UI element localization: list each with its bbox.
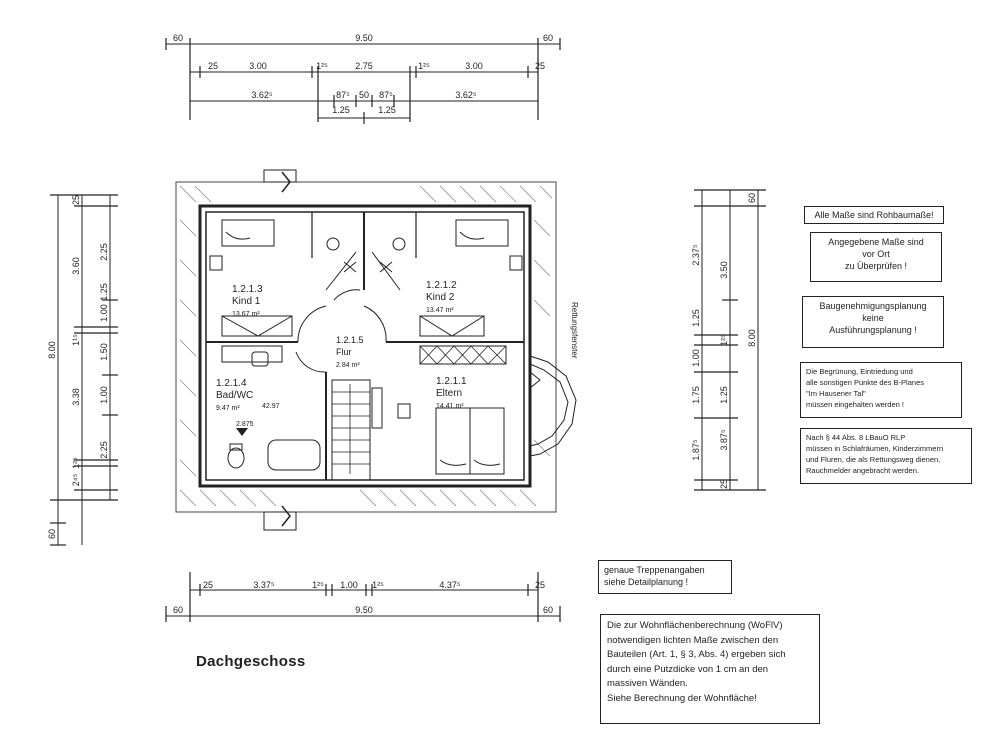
rettungsfenster-label: Rettungsfenster <box>570 302 579 359</box>
dim-bot-total: 9.50 <box>355 605 373 615</box>
room-kind1-name: Kind 1 <box>232 296 261 307</box>
dim-top-total: 9.50 <box>355 33 373 43</box>
room-kind2-area: 13.47 m² <box>426 307 454 314</box>
dim-top-r2-2: 50 <box>359 90 369 100</box>
dim-left-a-5: 2⁴⁵ <box>71 473 81 486</box>
dim-top-r3-0: 1.25 <box>332 105 350 115</box>
room-kind1-id: 1.2.1.3 <box>232 284 263 295</box>
room-kind2-id: 1.2.1.2 <box>426 280 457 291</box>
dim-bot-r1-0: 25 <box>203 580 213 590</box>
dim-right-b-1: 1²⁵ <box>719 334 729 346</box>
dim-left-a-3: 3.38 <box>71 388 81 406</box>
right-dimension-chains <box>694 189 766 491</box>
dim-top-r2-0: 3.62⁵ <box>251 90 273 100</box>
room-eltern-name: Eltern <box>436 388 462 399</box>
dim-right-b-2: 1.25 <box>719 386 729 404</box>
note-vor-ort-text: Angegebene Maße sind vor Ort zu Überprüf… <box>828 237 924 271</box>
dim-top-left-end: 60 <box>173 33 183 43</box>
dim-right-a-5: 1.87⁵ <box>691 439 701 461</box>
note-wofiv-text: Die zur Wohnflächenberechnung (WoFlV) no… <box>607 620 786 704</box>
dim-left-a-2: 1¹⁵ <box>71 334 81 346</box>
dim-top-r2-4: 3.62⁵ <box>455 90 477 100</box>
dim-right-a-3: 1.00 <box>691 349 701 367</box>
dim-right-a-1: 2.37⁵ <box>691 244 701 266</box>
dim-left-b-2: 1.25 <box>99 283 109 301</box>
room-kind2-name: Kind 2 <box>426 292 455 303</box>
dim-bot-left-end: 60 <box>173 605 183 615</box>
room-bad-id: 1.2.1.4 <box>216 378 247 389</box>
note-baugenehmigung: Baugenehmigungsplanung keine Ausführungs… <box>802 296 944 348</box>
note-rauchmelder: Nach § 44 Abs. 8 LBauO RLP müssen in Sch… <box>800 428 972 484</box>
left-dimension-chains <box>50 194 118 546</box>
dim-left-a-4: 1²⁵ <box>71 457 81 469</box>
dim-left-end: 60 <box>47 529 57 539</box>
room-bad-area: 9.47 m² <box>216 405 240 412</box>
dimension-labels: 60 9.50 60 25 3.00 1²⁵ 2.75 1²⁵ 3.00 25 … <box>47 33 757 615</box>
dim-left-a-0: 25 <box>71 195 81 205</box>
room-flur-area: 2.84 m² <box>336 362 360 369</box>
building-outline <box>175 169 577 531</box>
dim-top-r1-4: 1²⁵ <box>418 61 430 71</box>
dim-top-r1-1: 3.00 <box>249 61 267 71</box>
dim-left-b-5: 2.25 <box>99 441 109 459</box>
dim-left-b-0: 2.25 <box>99 243 109 261</box>
dim-right-a-2: 1.25 <box>691 309 701 327</box>
dim-bot-r1-1: 3.37⁵ <box>253 580 275 590</box>
dim-bot-r1-2: 1²⁵ <box>312 580 324 590</box>
dim-right-a-4: 1.75 <box>691 386 701 404</box>
top-dimension-chains <box>165 38 561 124</box>
room-labels: 1.2.1.3 Kind 1 13.67 m² 1.2.1.2 Kind 2 1… <box>216 280 579 428</box>
dim-right-b-0: 3.50 <box>719 261 729 279</box>
room-eltern-area: 14.41 m² <box>436 403 464 410</box>
note-rohbau: Alle Maße sind Rohbaumaße! <box>804 206 944 224</box>
dim-top-r1-6: 25 <box>535 61 545 71</box>
dim-right-total: 8.00 <box>747 329 757 347</box>
room-kind1-area: 13.67 m² <box>232 311 260 318</box>
note-treppe-text: genaue Treppenangaben siehe Detailplanun… <box>604 565 705 587</box>
drawing-title: Dachgeschoss <box>196 653 306 670</box>
room-bad-name: Bad/WC <box>216 390 253 401</box>
note-begruenung-text: Die Begrünung, Eintriedung und alle sons… <box>806 367 924 409</box>
dim-top-r1-0: 25 <box>208 61 218 71</box>
dim-right-b-3: 3.87⁵ <box>719 429 729 451</box>
level-mark-2: 2.875 <box>236 421 254 428</box>
dim-top-r1-2: 1²⁵ <box>316 61 328 71</box>
dim-bot-right-end: 60 <box>543 605 553 615</box>
note-vor-ort: Angegebene Maße sind vor Ort zu Überprüf… <box>810 232 942 282</box>
dim-left-b-4: 1.00 <box>99 386 109 404</box>
note-wofiv: Die zur Wohnflächenberechnung (WoFlV) no… <box>600 614 820 724</box>
dim-left-total: 8.00 <box>47 341 57 359</box>
dim-bot-r1-4: 1²⁵ <box>372 580 384 590</box>
dim-top-r1-5: 3.00 <box>465 61 483 71</box>
dim-right-a-0: 60 <box>747 193 757 203</box>
room-flur-name: Flur <box>336 347 352 357</box>
dim-bot-r1-6: 25 <box>535 580 545 590</box>
dim-left-b-1: 1.00 <box>99 304 109 322</box>
dim-top-r2-3: 87⁵ <box>379 90 393 100</box>
dim-top-r3-1: 1.25 <box>378 105 396 115</box>
level-marker-icon <box>236 428 248 436</box>
room-flur-id: 1.2.1.5 <box>336 335 364 345</box>
dim-left-a-1: 3.60 <box>71 257 81 275</box>
note-rauchmelder-text: Nach § 44 Abs. 8 LBauO RLP müssen in Sch… <box>806 433 944 475</box>
dim-left-b-3: 1.50 <box>99 343 109 361</box>
note-treppe: genaue Treppenangaben siehe Detailplanun… <box>598 560 732 594</box>
note-rohbau-text: Alle Maße sind Rohbaumaße! <box>814 210 934 220</box>
bottom-dimension-chains <box>165 572 561 622</box>
dim-bot-r1-3: 1.00 <box>340 580 358 590</box>
room-eltern-id: 1.2.1.1 <box>436 376 467 387</box>
dim-top-right-end: 60 <box>543 33 553 43</box>
dim-bot-r1-5: 4.37⁵ <box>439 580 461 590</box>
note-baugenehmigung-text: Baugenehmigungsplanung keine Ausführungs… <box>819 301 927 335</box>
note-begruenung: Die Begrünung, Eintriedung und alle sons… <box>800 362 962 418</box>
level-mark-1: 42.97 <box>262 403 280 410</box>
dim-right-b-4: 25 <box>719 479 729 489</box>
dim-top-r2-1: 87⁵ <box>336 90 350 100</box>
dim-top-r1-3: 2.75 <box>355 61 373 71</box>
